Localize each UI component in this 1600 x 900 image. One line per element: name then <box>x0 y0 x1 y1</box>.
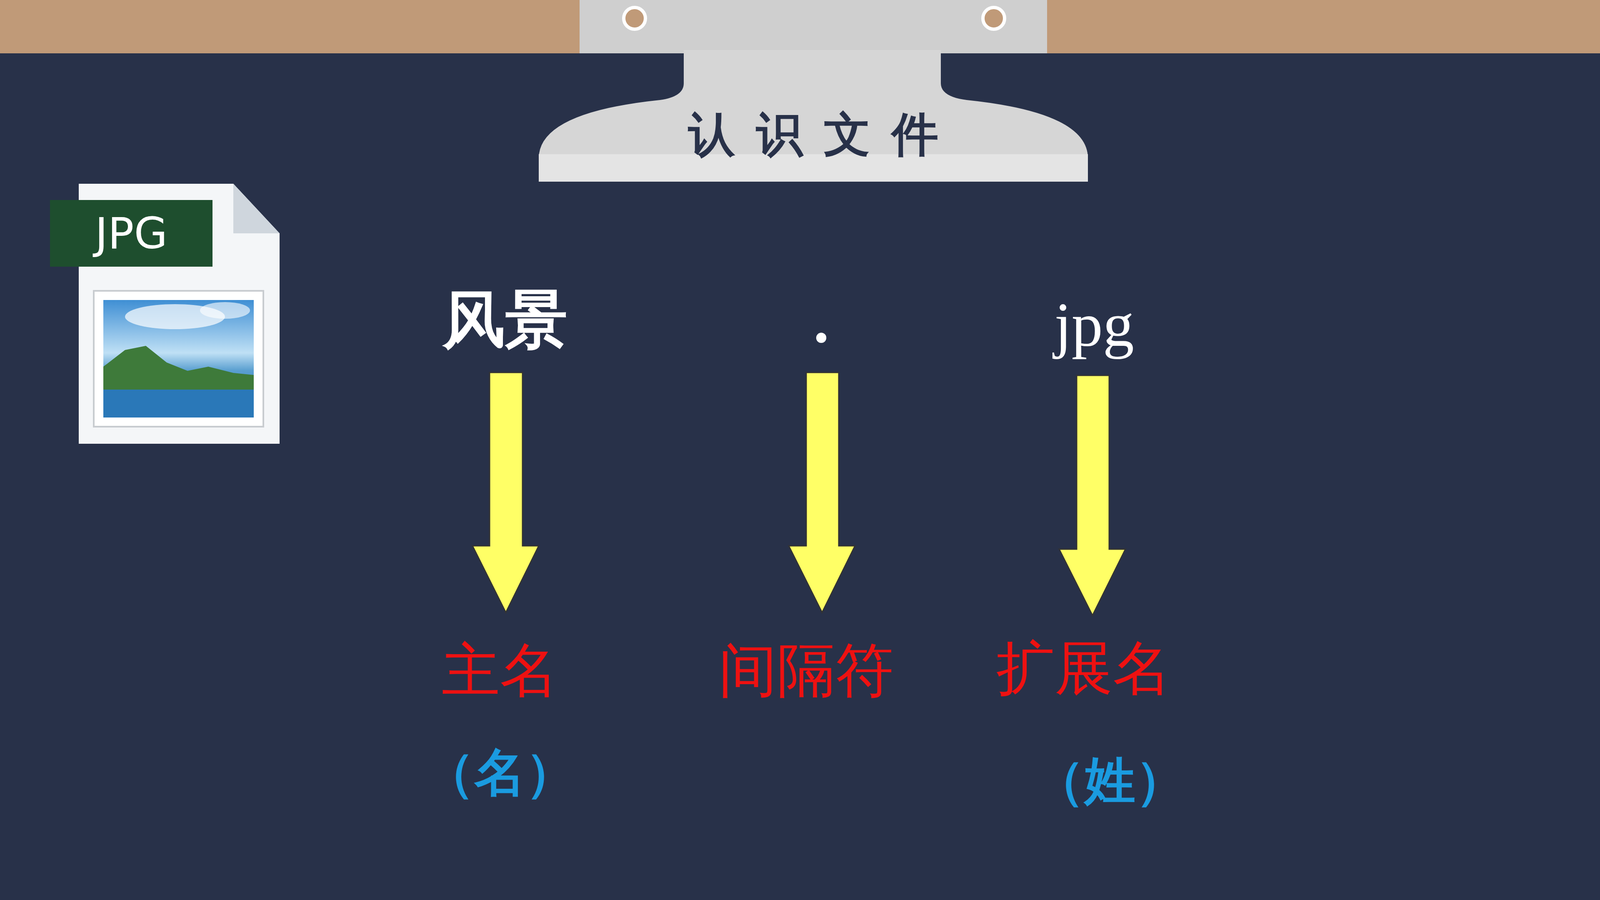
jpg-file-icon <box>50 183 280 444</box>
term-label: 扩展名 <box>996 636 1172 701</box>
yellow-arrow <box>472 372 1126 616</box>
term-label: 间隔符 <box>718 638 894 703</box>
note-label: （名） <box>423 744 577 801</box>
term-label: 主名 <box>441 638 559 703</box>
icon-tag: JPG <box>95 209 168 258</box>
clipboard-clip <box>538 0 1088 182</box>
extension: jpg <box>1054 290 1135 360</box>
note-label: （姓） <box>1033 752 1187 809</box>
separator: . <box>813 286 830 356</box>
main-name: 风景 <box>442 285 568 355</box>
board-strip <box>0 0 1600 54</box>
clip-title: 认识文件 <box>667 108 960 160</box>
